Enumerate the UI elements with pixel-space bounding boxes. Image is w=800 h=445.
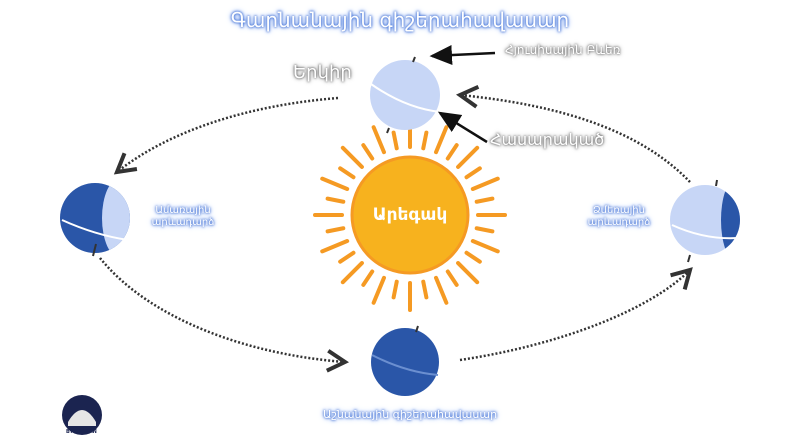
sun-ray [464,166,482,180]
earth-right [670,179,740,263]
north-pole-label: Հյուսիսային Բևեռ [505,43,621,57]
byurakan-logo [62,395,102,435]
sun-ray [340,145,364,169]
sun-ray [464,250,482,264]
earth-top [370,56,441,134]
sun-ray [361,269,375,287]
sun-ray [361,143,375,161]
sun-ray [320,176,350,191]
sun-ray [338,250,356,264]
north-pole-arrow [429,45,496,66]
orbit-path [99,84,693,373]
earth-left [60,183,130,257]
sun-label: Արեգակ [372,205,448,225]
sun-ray [391,130,399,151]
sun-ray [456,261,480,285]
sun-ray [421,130,429,151]
sun-ray [338,166,356,180]
summer-solstice-label: Ամառային արևադարձ [151,205,215,228]
sun-ray [470,176,500,191]
sun-ray [434,275,449,305]
sun-ray [340,261,364,285]
autumn-equinox-label: Աշնանային գիշերահավասար [322,408,498,421]
sun-ray [445,269,459,287]
winter-solstice-label: Ձմեռային արևադարձ [587,205,651,228]
sun-ray [470,239,500,254]
sun-ray [421,279,429,300]
equator-label: Հասարակած [490,130,605,149]
sun-ray [474,226,495,234]
sun-ray [434,125,449,155]
sun-ray [371,125,386,155]
sun-ray [391,279,399,300]
sun-ray [474,196,495,204]
sun-ray [371,275,386,305]
equator-arrow [437,111,488,144]
sun-ray [320,239,350,254]
sun-ray [456,145,480,169]
earth-bottom [371,325,439,396]
sun-ray [325,196,346,204]
page-title: Գարնանային գիշերահավասար [230,8,570,32]
sun [350,155,470,275]
logo-text: BYURAKAN [66,429,97,435]
sun-rays [313,118,507,312]
earth-label: Երկիր [293,62,352,83]
sun-ray [445,143,459,161]
sun-ray [325,226,346,234]
